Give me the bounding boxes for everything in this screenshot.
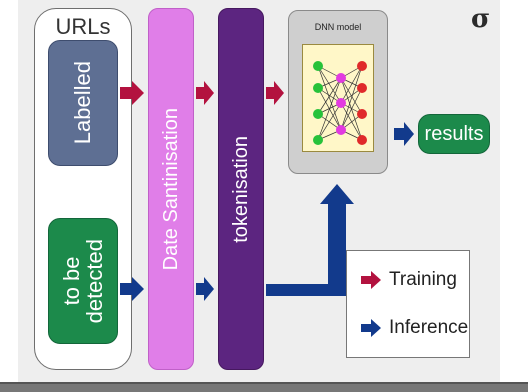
- training-arrow-1: [120, 81, 144, 105]
- training-arrow-3: [266, 81, 284, 105]
- training-arrow-2: [196, 81, 214, 105]
- nn-hidden-node: [336, 125, 346, 135]
- nn-input-node: [313, 61, 323, 71]
- labelled-box: Labelled: [48, 40, 118, 166]
- sigma-logo-icon: σ: [471, 4, 491, 34]
- training-arrow-icon: [361, 271, 381, 289]
- results-arrow: [394, 122, 414, 146]
- dnn-model-title: DNN model: [314, 22, 362, 32]
- results-label: results: [424, 122, 484, 145]
- nn-input-node: [313, 109, 323, 119]
- legend: Training Inference: [346, 250, 470, 358]
- results-box: results: [418, 114, 490, 154]
- legend-training-label: Training: [389, 269, 457, 290]
- nn-input-node: [313, 135, 323, 145]
- legend-inference: Inference: [347, 313, 471, 343]
- legend-training: Training: [347, 265, 471, 295]
- nn-output-node: [357, 83, 367, 93]
- bottom-bar: [0, 382, 528, 392]
- nn-output-node: [357, 109, 367, 119]
- urls-title: URLs: [55, 14, 111, 39]
- inference-arrow-2: [196, 277, 214, 301]
- nn-output-node: [357, 135, 367, 145]
- inference-arrow-icon: [361, 319, 381, 337]
- inference-arrow-1: [120, 277, 144, 301]
- nn-output-node: [357, 61, 367, 71]
- nn-hidden-node: [336, 98, 346, 108]
- nn-input-node: [313, 83, 323, 93]
- inference-path-to-dnn: [266, 184, 354, 296]
- tokenisation-stage: tokenisation: [218, 8, 264, 370]
- sanitisation-stage: Date Santinisation: [148, 8, 194, 370]
- nn-hidden-node: [336, 73, 346, 83]
- legend-inference-label: Inference: [389, 317, 469, 338]
